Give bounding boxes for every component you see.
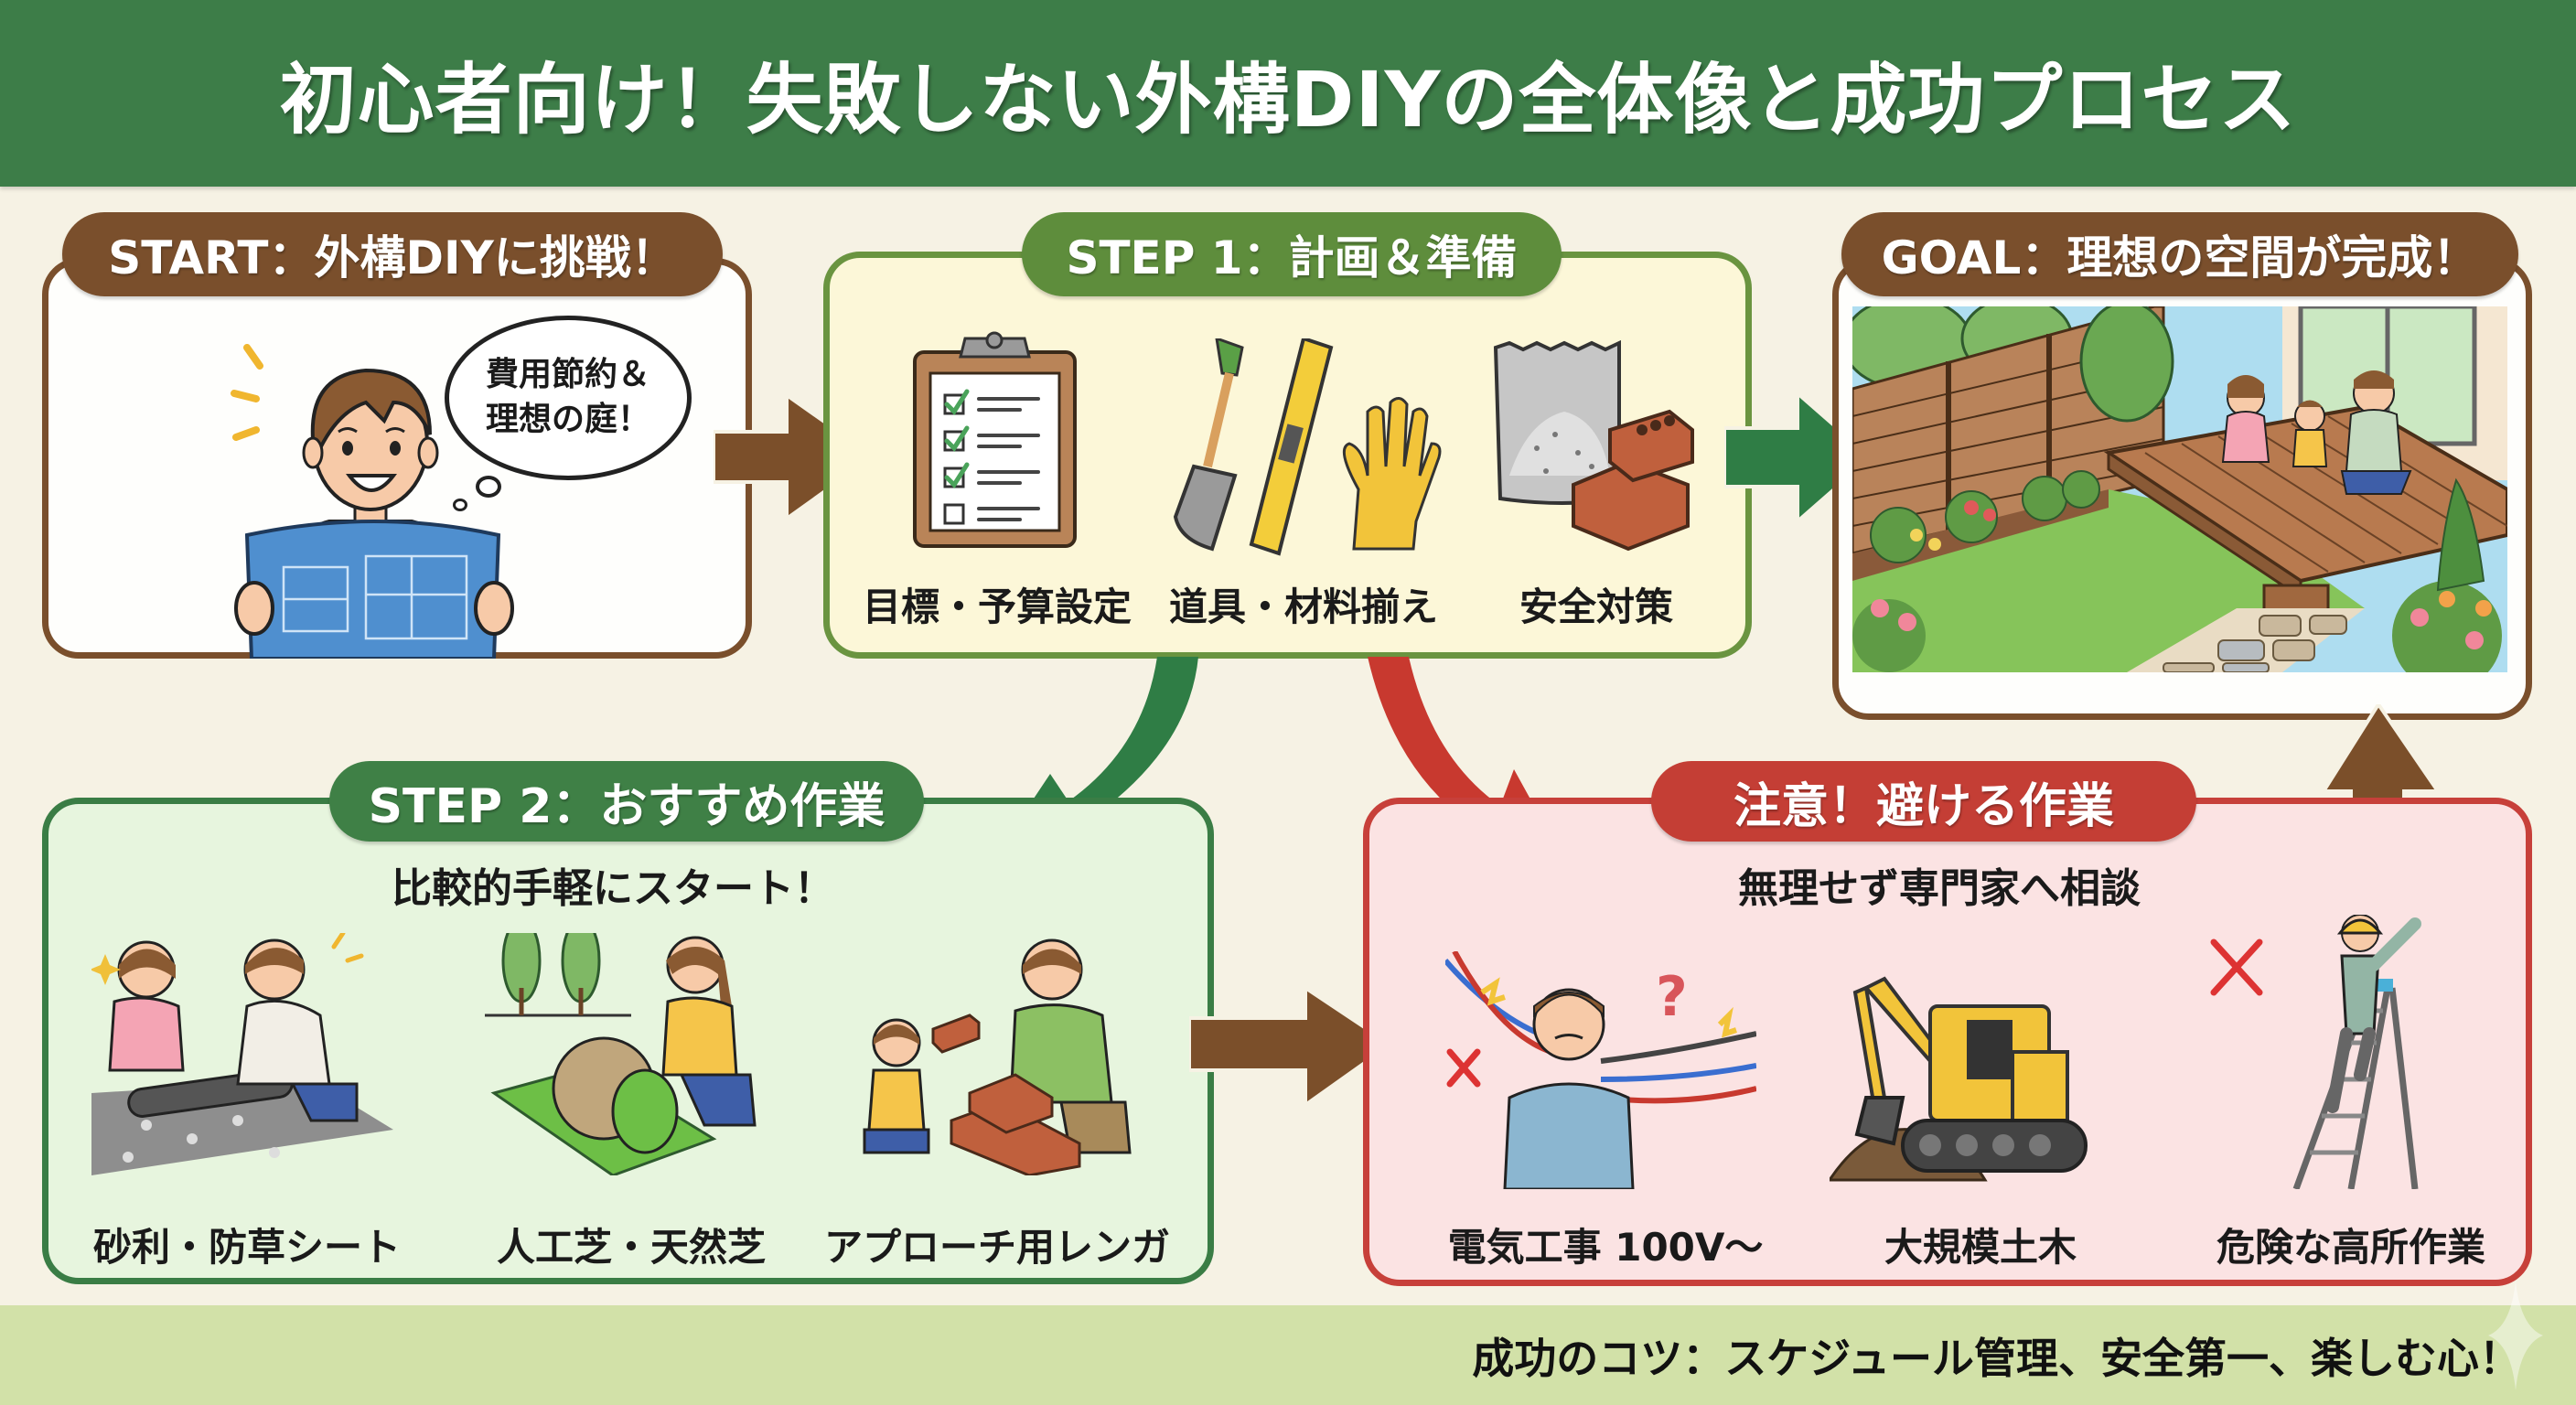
thought-bubble-dot: [453, 499, 467, 511]
footer-banner: 成功のコツ：スケジュール管理、安全第一、楽しむ心！: [0, 1305, 2576, 1405]
success-tip: 成功のコツ：スケジュール管理、安全第一、楽しむ心！: [1472, 1333, 2521, 1383]
step1-caption-2: 道具・材料揃え: [1168, 585, 1438, 629]
warning-subtitle: 無理せず専門家へ相談: [1738, 865, 2141, 912]
warning-label: 注意！避ける作業: [1651, 761, 2196, 842]
shovel-level-glove-icon: [1173, 338, 1442, 556]
work-glove-icon: [1342, 397, 1442, 551]
clipboard-checklist-icon: [913, 331, 1077, 548]
cross-mark-icon: [1446, 1048, 1481, 1088]
family-figures: [2221, 370, 2412, 495]
step1-caption-1: 目標・予算設定: [862, 585, 1132, 629]
spirit-level-icon: [1249, 338, 1334, 556]
warning-caption-2: 大規模土木: [1884, 1225, 2077, 1270]
step1-caption-3: 安全対策: [1519, 585, 1673, 629]
step2-caption-2: 人工芝・天然芝: [496, 1225, 766, 1270]
sparkle-watermark-icon: [2488, 1281, 2543, 1390]
start-label: START：外構DIYに挑戦！: [62, 212, 723, 296]
gravel-bag-bricks-icon: [1493, 339, 1694, 552]
ladder-work-illustration: [2210, 915, 2421, 1189]
warning-caption-3: 危険な高所作業: [2216, 1225, 2485, 1270]
warning-caption-1: 電気工事 100V～: [1447, 1225, 1764, 1270]
weed-sheet-work-illustration: [91, 933, 393, 1175]
electrical-work-illustration: ?: [1445, 951, 1756, 1189]
thought-bubble: 費用節約＆ 理想の庭！: [445, 316, 692, 480]
thought-bubble-dot: [476, 476, 501, 498]
excitement-lines-icon: [231, 344, 263, 441]
page-header: 初心者向け！失敗しない外構DIYの全体像と成功プロセス: [0, 0, 2576, 187]
page-title: 初心者向け！失敗しない外構DIYの全体像と成功プロセス: [279, 54, 2297, 145]
man-with-blueprint-illustration: [231, 344, 514, 659]
excavator-illustration: [1830, 976, 2088, 1182]
turf-rolling-illustration: [485, 933, 757, 1175]
brick-laying-illustration: [863, 938, 1132, 1175]
step2-caption-1: 砂利・防草シート: [92, 1225, 401, 1270]
bubble-line-1: 費用節約＆: [485, 356, 650, 394]
step2-label: STEP 2：おすすめ作業: [329, 761, 924, 842]
svg-text:?: ?: [1656, 965, 1688, 1029]
step1-label: STEP 1：計画＆準備: [1022, 212, 1562, 296]
arrow-step2-to-warning-icon: [1189, 988, 1390, 1107]
goal-label: GOAL：理想の空間が完成！: [1841, 212, 2518, 296]
step2-subtitle: 比較的手軽にスタート！: [392, 865, 834, 912]
bubble-line-2: 理想の庭！: [485, 401, 650, 438]
finished-garden-illustration: [1852, 306, 2507, 672]
cross-mark-icon: [2210, 938, 2263, 996]
shovel-icon: [1173, 338, 1244, 552]
step2-caption-3: アプローチ用レンガ: [823, 1225, 1170, 1270]
